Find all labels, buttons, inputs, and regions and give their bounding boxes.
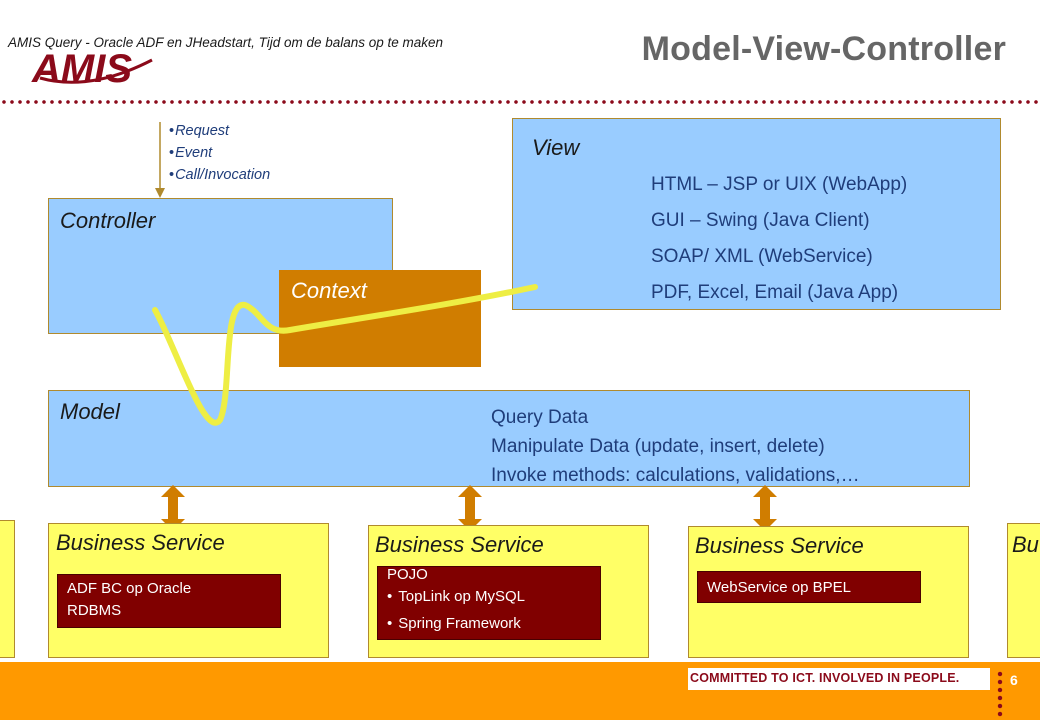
business-service-box-partial: Bu xyxy=(1007,523,1040,658)
request-list: Request Event Call/Invocation xyxy=(169,120,270,186)
tech-box: ADF BC op Oracle RDBMS xyxy=(57,574,281,628)
tech-bullet: TopLink op MySQL xyxy=(387,583,591,610)
controller-label: Controller xyxy=(60,208,156,233)
tech-bullet-list: TopLink op MySQL Spring Framework xyxy=(387,583,591,637)
slogan-background xyxy=(688,668,990,690)
tech-line: WebService op BPEL xyxy=(707,579,851,596)
tech-box: WebService op BPEL xyxy=(697,571,921,603)
view-label: View xyxy=(532,135,580,160)
footer-text: AMIS Query - Oracle ADF en JHeadstart, T… xyxy=(8,35,444,50)
tech-line: POJO xyxy=(387,566,428,583)
request-item: Request xyxy=(169,120,270,142)
request-item: Event xyxy=(169,142,270,164)
business-service-label: Business Service xyxy=(695,533,864,558)
tech-bullet: Spring Framework xyxy=(387,610,591,637)
view-item: GUI – Swing (Java Client) xyxy=(651,210,870,231)
view-box: View HTML – JSP or UIX (WebApp) GUI – Sw… xyxy=(512,118,1001,310)
page-number: 6 xyxy=(1010,672,1018,688)
tech-box: POJO TopLink op MySQL Spring Framework xyxy=(377,566,601,640)
business-service-label: Business Service xyxy=(56,530,225,555)
view-list: HTML – JSP or UIX (WebApp) GUI – Swing (… xyxy=(651,167,907,311)
double-arrow-icon xyxy=(161,485,185,531)
context-box: Context xyxy=(279,270,481,367)
view-item: HTML – JSP or UIX (WebApp) xyxy=(651,174,908,195)
model-label: Model xyxy=(60,399,120,424)
context-label: Context xyxy=(291,278,367,303)
double-arrow-icon xyxy=(458,485,482,531)
view-item: PDF, Excel, Email (Java App) xyxy=(651,282,899,303)
business-service-label: Bu xyxy=(1012,532,1039,557)
business-service-box: Business Service ADF BC op Oracle RDBMS xyxy=(48,523,329,658)
business-service-box: Business Service POJO TopLink op MySQL S… xyxy=(368,525,649,658)
request-arrow-icon xyxy=(155,122,165,198)
business-service-box: Business Service WebService op BPEL xyxy=(688,526,969,658)
double-arrow-icon xyxy=(753,485,777,531)
business-service-label: Business Service xyxy=(375,532,544,557)
business-service-box-partial xyxy=(0,520,15,658)
logo-text: AMIS xyxy=(31,47,132,91)
amis-logo: AMIS xyxy=(30,38,160,98)
page-title: Model-View-Controller xyxy=(641,30,1006,68)
model-item: Query Data xyxy=(491,407,589,428)
tech-line: ADF BC op Oracle xyxy=(67,580,192,597)
model-box: Model Query Data Manipulate Data (update… xyxy=(48,390,970,487)
tech-line: RDBMS xyxy=(67,602,122,619)
view-item: SOAP/ XML (WebService) xyxy=(651,246,873,267)
dotted-divider xyxy=(0,99,1040,105)
vertical-dots-icon xyxy=(997,670,1003,718)
model-item: Invoke methods: calculations, validation… xyxy=(491,465,860,486)
model-list: Query Data Manipulate Data (update, inse… xyxy=(491,403,860,490)
model-item: Manipulate Data (update, insert, delete) xyxy=(491,436,825,457)
footer-slogan: COMMITTED TO ICT. INVOLVED IN PEOPLE. xyxy=(690,671,960,685)
request-item: Call/Invocation xyxy=(169,164,270,186)
